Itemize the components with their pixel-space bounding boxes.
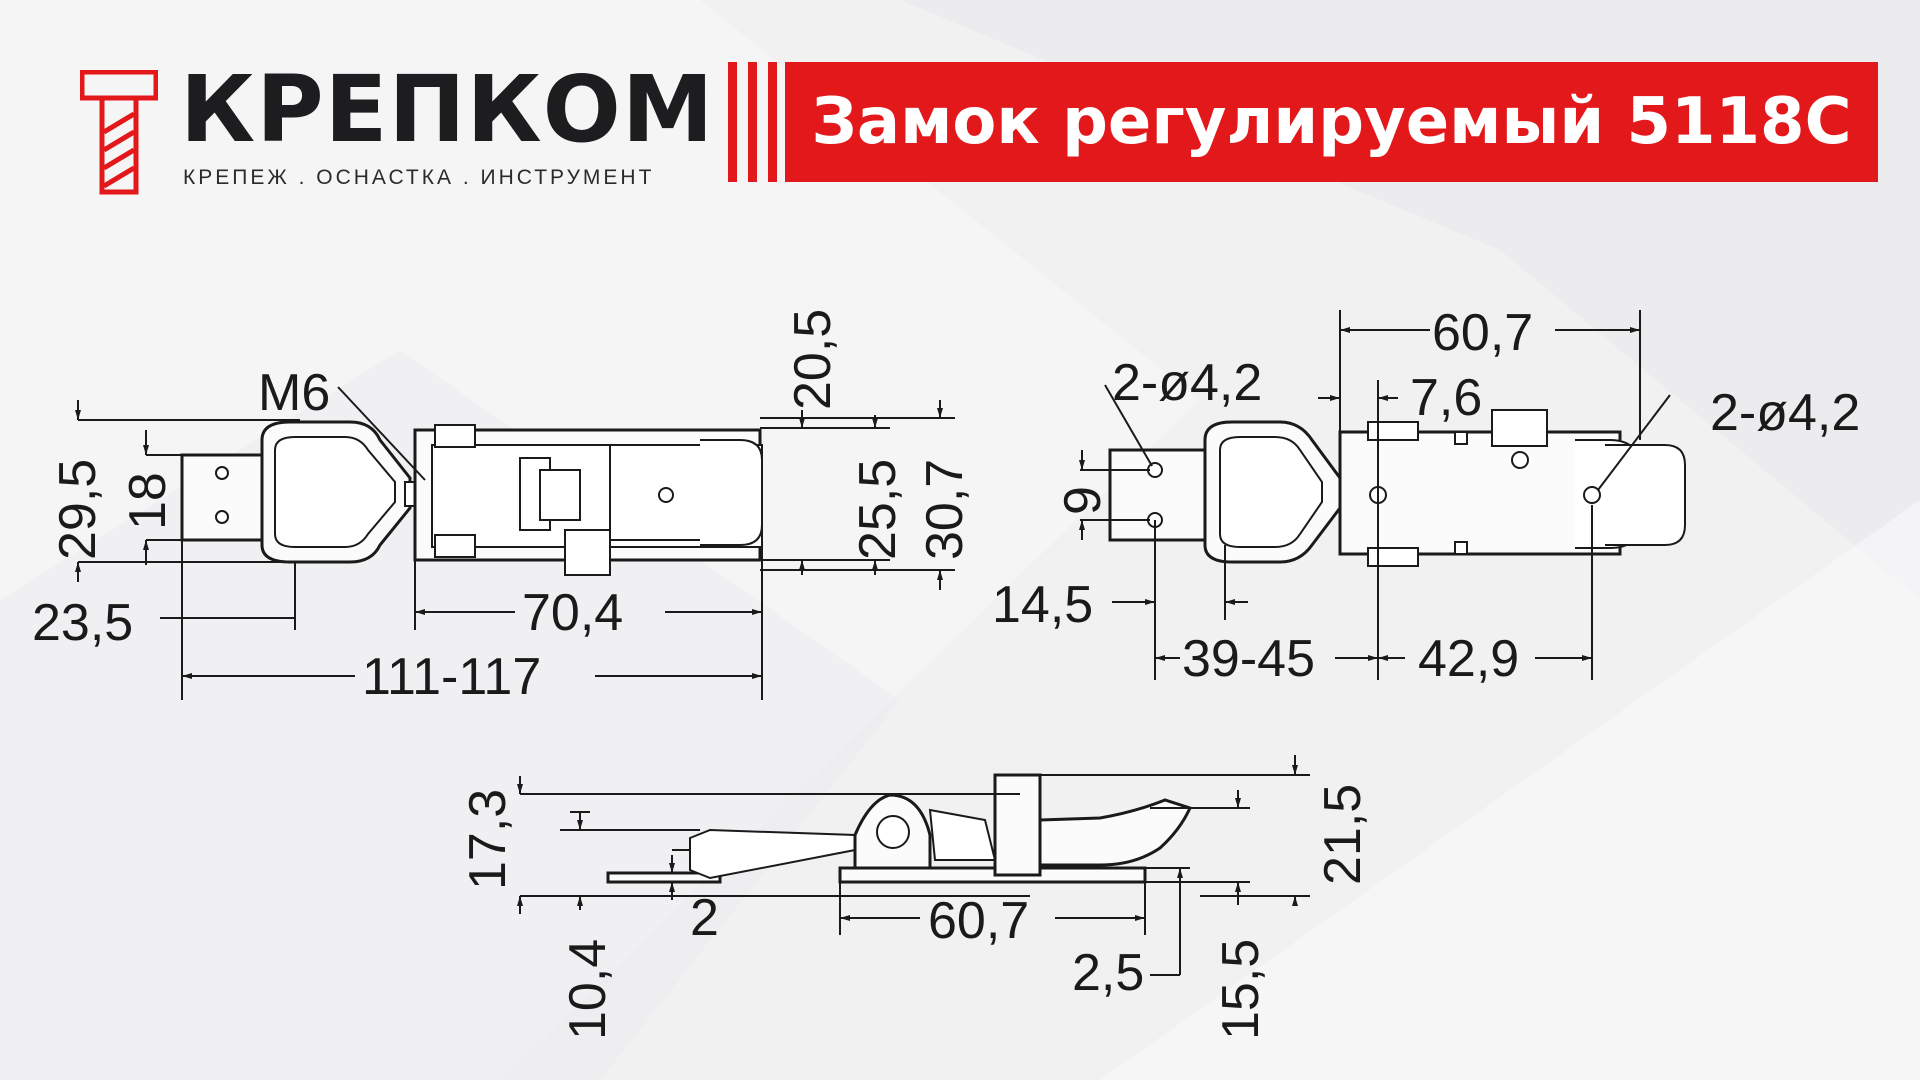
brand-tagline: КРЕПЕЖ . ОСНАСТКА . ИНСТРУМЕНТ (183, 166, 655, 189)
bolt-icon (80, 70, 158, 195)
dim-23-5: 23,5 (32, 594, 133, 652)
dim-25-5: 25,5 (849, 459, 907, 560)
brand-name: КРЕПКОМ (180, 56, 715, 163)
dim-9: 9 (1054, 486, 1112, 515)
dim-7-6: 7,6 (1410, 369, 1482, 427)
dim-18: 18 (119, 472, 177, 530)
dim-15-5: 15,5 (1212, 939, 1270, 1040)
dim-17-3: 17,3 (459, 789, 517, 890)
dim-111-117: 111-117 (362, 648, 541, 706)
title-banner: Замок регулируемый 5118С (785, 62, 1878, 182)
dim-21-5: 21,5 (1314, 784, 1372, 885)
dim-holes-left: 2-ø4,2 (1112, 354, 1262, 412)
dim-14-5: 14,5 (992, 576, 1093, 634)
top-view: M6 29,5 18 20,5 25,5 30,7 23,5 70,4 111-… (32, 309, 974, 706)
dim-29-5: 29,5 (49, 459, 107, 560)
dim-60-7-side: 60,7 (928, 892, 1029, 950)
dim-10-4: 10,4 (559, 939, 617, 1040)
dim-2: 2 (690, 889, 719, 947)
dim-holes-right: 2-ø4,2 (1710, 384, 1860, 442)
title-stripes (728, 62, 786, 182)
side-view: 17,3 10,4 2 60,7 2,5 15,5 21,5 (459, 755, 1372, 1040)
dim-m6: M6 (258, 364, 330, 422)
brand-logo: КРЕПКОМ КРЕПЕЖ . ОСНАСТКА . ИНСТРУМЕНТ (80, 60, 713, 200)
dim-20-5: 20,5 (784, 309, 842, 410)
dim-42-9: 42,9 (1418, 630, 1519, 688)
dim-60-7-bottom: 60,7 (1432, 304, 1533, 362)
dim-30-7: 30,7 (916, 459, 974, 560)
dim-70-4: 70,4 (522, 584, 623, 642)
bottom-view: 60,7 2-ø4,2 7,6 2-ø4,2 9 14,5 39-45 42,9 (992, 304, 1860, 688)
page-title: Замок регулируемый 5118С (811, 85, 1852, 159)
dim-39-45: 39-45 (1182, 630, 1315, 688)
dim-2-5: 2,5 (1072, 944, 1144, 1002)
